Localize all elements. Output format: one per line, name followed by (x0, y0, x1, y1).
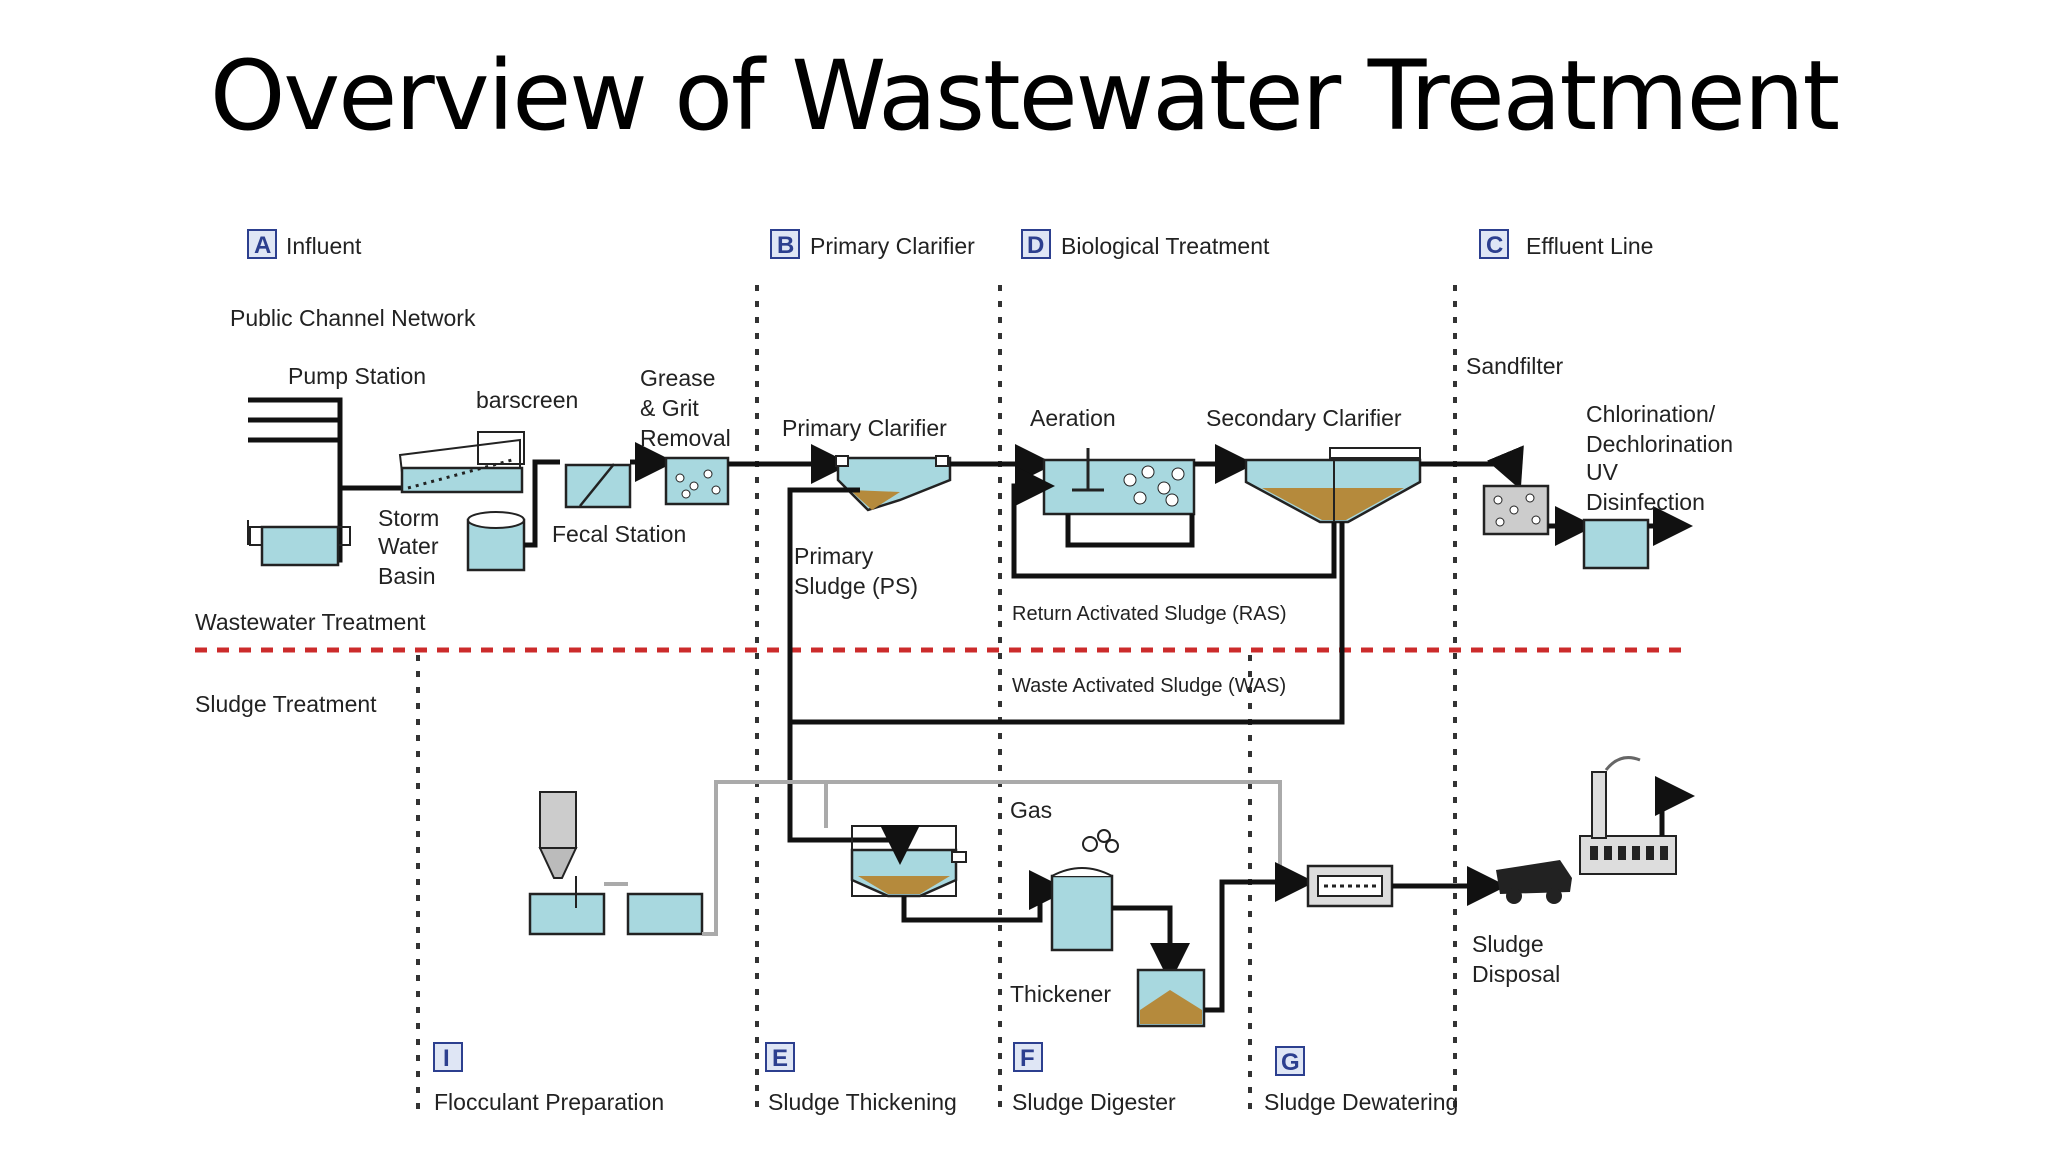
section-badge-f: F Sludge Digester (1012, 1042, 1176, 1115)
svg-text:G: G (1281, 1049, 1300, 1076)
page-title: Overview of Wastewater Treatment (209, 40, 1840, 152)
sandfilter-unit (1482, 484, 1550, 536)
label-sludge-treatment: Sludge Treatment (195, 691, 377, 717)
flocculant-tanks (528, 876, 704, 936)
aeration-loop (1065, 514, 1195, 548)
aeration-tank (1042, 448, 1196, 516)
section-badge-a: A Influent (247, 229, 362, 259)
label-primary-sludge-2: Sludge (PS) (794, 573, 918, 599)
section-badge-i: I Flocculant Preparation (433, 1042, 664, 1115)
svg-text:E: E (772, 1045, 788, 1072)
label-storm-2: Water (378, 533, 439, 559)
label-storm-3: Basin (378, 563, 436, 589)
label-thickener: Thickener (1010, 981, 1111, 1007)
label-grease-2: & Grit (640, 395, 699, 421)
svg-text:A: A (254, 232, 271, 259)
flocculant-silo (538, 791, 578, 879)
dewatering-press (1306, 864, 1394, 908)
label-secondary-clarifier: Secondary Clarifier (1206, 405, 1402, 431)
grease-grit-unit (664, 456, 730, 506)
section-badge-g: G Sludge Dewatering (1264, 1046, 1458, 1115)
primary-clarifier-tank (835, 455, 952, 512)
secondary-clarifier-tank (1244, 447, 1422, 524)
label-chlor-2: Dechlorination (1586, 431, 1733, 457)
label-chlor-3: UV (1586, 459, 1619, 485)
label-wastewater-treatment: Wastewater Treatment (195, 609, 426, 635)
svg-text:B: B (777, 232, 794, 259)
storm-water-basin-left (247, 520, 351, 567)
svg-text:Influent: Influent (286, 233, 362, 259)
svg-text:C: C (1486, 232, 1503, 259)
svg-text:Effluent Line: Effluent Line (1526, 233, 1653, 259)
label-sandfilter: Sandfilter (1466, 353, 1564, 379)
svg-text:Sludge Dewatering: Sludge Dewatering (1264, 1089, 1458, 1115)
sludge-digester-tank (1050, 829, 1119, 952)
section-badge-b: B Primary Clarifier (770, 229, 975, 259)
sludge-thickener-tank (850, 825, 967, 898)
label-grease-3: Removal (640, 425, 731, 451)
label-was: Waste Activated Sludge (WAS) (1012, 675, 1286, 697)
section-badge-d: D Biological Treatment (1021, 229, 1270, 259)
svg-text:Biological Treatment: Biological Treatment (1061, 233, 1270, 259)
label-grease-1: Grease (640, 365, 715, 391)
disposal-truck-icon (1496, 860, 1572, 904)
label-pump-station: Pump Station (288, 363, 426, 389)
fecal-station-tank (564, 463, 632, 509)
label-primary-clarifier: Primary Clarifier (782, 415, 947, 441)
section-badge-c: C Effluent Line (1479, 229, 1653, 259)
label-public-channel: Public Channel Network (230, 305, 476, 331)
svg-text:Flocculant Preparation: Flocculant Preparation (434, 1089, 664, 1115)
disinfection-tank (1582, 518, 1650, 570)
label-barscreen: barscreen (476, 387, 578, 413)
svg-text:F: F (1020, 1045, 1035, 1072)
storm-water-basin (466, 511, 526, 572)
label-sludge-disposal-2: Disposal (1472, 961, 1560, 987)
thickener-tank (1136, 968, 1206, 1028)
label-storm-1: Storm (378, 505, 439, 531)
label-chlor-4: Disinfection (1586, 489, 1705, 515)
label-aeration: Aeration (1030, 405, 1116, 431)
section-badge-e: E Sludge Thickening (765, 1042, 957, 1115)
svg-text:I: I (443, 1045, 450, 1072)
flocculant-line (702, 780, 1282, 936)
label-ras: Return Activated Sludge (RAS) (1012, 603, 1287, 625)
svg-text:Sludge Thickening: Sludge Thickening (768, 1089, 957, 1115)
was-pipe (790, 522, 1345, 725)
barscreen-unit (398, 431, 525, 494)
label-sludge-disposal-1: Sludge (1472, 931, 1544, 957)
label-fecal-station: Fecal Station (552, 521, 686, 547)
label-primary-sludge-1: Primary (794, 543, 874, 569)
primary-sludge-pipe (787, 487, 900, 843)
svg-text:Primary Clarifier: Primary Clarifier (810, 233, 975, 259)
ras-pipe (1011, 466, 1337, 579)
label-gas: Gas (1010, 797, 1052, 823)
factory-icon (1579, 756, 1677, 875)
svg-text:D: D (1027, 232, 1044, 259)
influent-pipe (248, 397, 343, 488)
label-chlor-1: Chlorination/ (1586, 401, 1716, 427)
svg-text:Sludge Digester: Sludge Digester (1012, 1089, 1176, 1115)
